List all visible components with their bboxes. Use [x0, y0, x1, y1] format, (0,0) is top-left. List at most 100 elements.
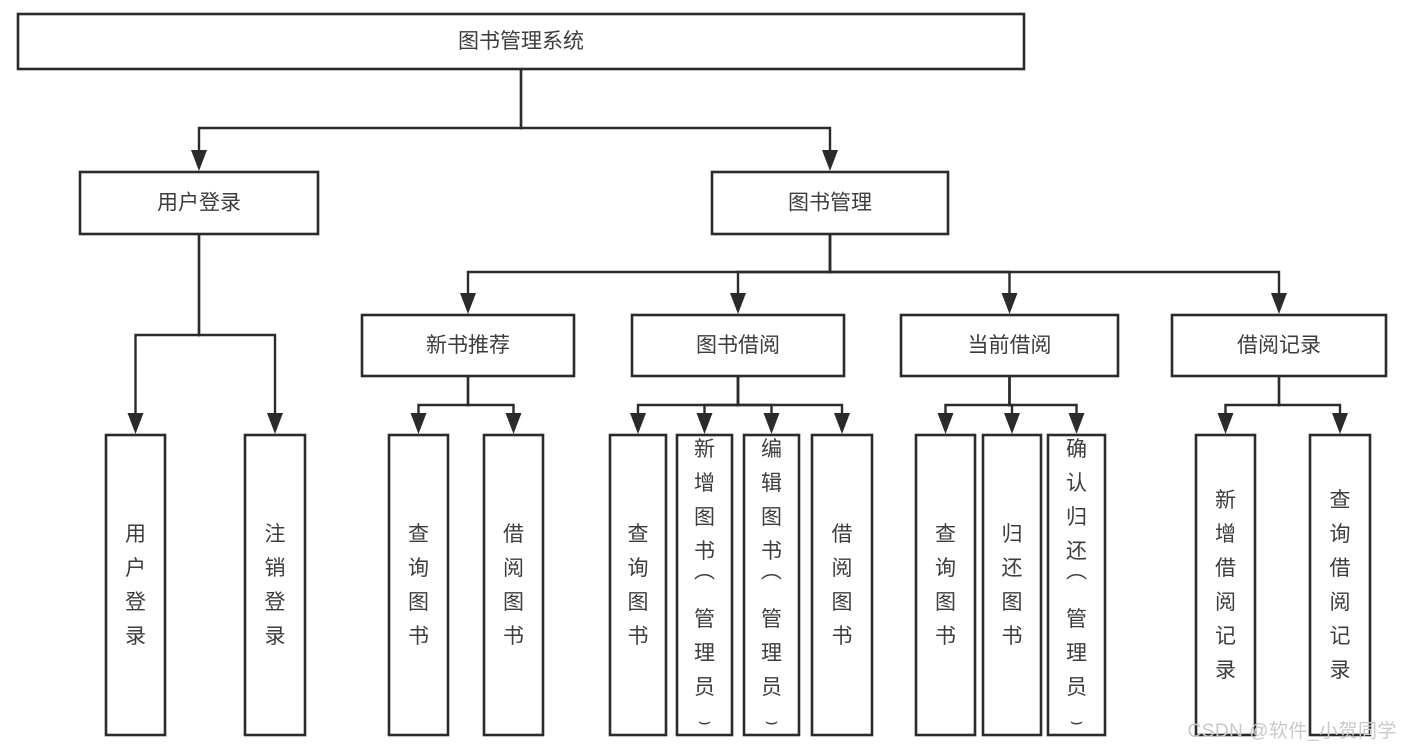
- node-box[interactable]: [899, 313, 1120, 378]
- node-label: 归还图书: [1002, 523, 1023, 648]
- node-book-borrow[interactable]: 图书借阅: [630, 313, 846, 378]
- csdn-watermark: CSDN @软件_小贺同学: [1187, 721, 1397, 742]
- node-user-login[interactable]: 用户登录: [78, 170, 320, 236]
- node-borrow-records[interactable]: 借阅记录: [1170, 313, 1388, 378]
- node-leaf-logout[interactable]: 注销登录: [243, 433, 307, 737]
- node-label: 查询图书: [408, 523, 429, 648]
- node-label: 用户登录: [125, 523, 146, 648]
- connector-book-borrow-to-leaf-borrow-book: [736, 374, 850, 434]
- node-leaf-confirm-return-admin[interactable]: 确认归还⌒管理员⌣: [1046, 433, 1107, 737]
- arrow-head-icon: [1068, 413, 1085, 434]
- node-leaf-borrow-book[interactable]: 借阅图书: [810, 433, 874, 737]
- node-label: 查询图书: [628, 523, 649, 648]
- arrow-head-icon: [630, 413, 646, 434]
- connector-elbow: [197, 333, 277, 424]
- arrow-head-icon: [696, 413, 713, 434]
- arrow-head-icon: [834, 413, 850, 434]
- node-label: 借阅图书: [503, 523, 524, 648]
- connector-current-borrow-to-leaf-confirm-return-admin: [1008, 374, 1085, 434]
- node-leaf-edit-book-admin[interactable]: 编辑图书⌒管理员⌣: [742, 433, 801, 737]
- node-new-book-recommend[interactable]: 新书推荐: [360, 313, 576, 378]
- connector-book-manage-to-current-borrow: [828, 232, 1018, 314]
- node-leaf-user-login[interactable]: 用户登录: [104, 433, 167, 737]
- connector-elbow: [736, 403, 844, 424]
- arrow-head-icon: [937, 413, 954, 434]
- node-box[interactable]: [482, 433, 545, 737]
- node-label: 图书借阅: [696, 334, 780, 357]
- connector-root-to-book-manage: [519, 67, 838, 171]
- node-box[interactable]: [1194, 433, 1257, 737]
- node-box[interactable]: [243, 433, 307, 737]
- connector-elbow: [134, 333, 201, 424]
- node-box[interactable]: [675, 433, 734, 737]
- node-box[interactable]: [1046, 433, 1107, 737]
- connector-elbow: [636, 403, 740, 424]
- arrow-head-icon: [822, 150, 838, 171]
- node-label: 新书推荐: [426, 334, 510, 357]
- node-box[interactable]: [387, 433, 450, 737]
- connector-new-book-recommend-to-leaf-borrow-book-rec: [466, 374, 522, 434]
- arrow-head-icon: [505, 413, 522, 434]
- node-box[interactable]: [1170, 313, 1388, 378]
- node-box[interactable]: [981, 433, 1043, 737]
- node-box[interactable]: [360, 313, 576, 378]
- node-leaf-query-book-rec[interactable]: 查询图书: [387, 433, 450, 737]
- node-label: 注销登录: [265, 523, 286, 648]
- connector-current-borrow-to-leaf-query-book-current: [937, 374, 1011, 434]
- node-label: 借阅记录: [1237, 334, 1321, 357]
- node-box[interactable]: [1308, 433, 1372, 737]
- arrow-head-icon: [1271, 293, 1287, 314]
- node-label: 图书管理系统: [458, 30, 584, 53]
- node-leaf-add-borrow-record[interactable]: 新增借阅记录: [1194, 433, 1257, 737]
- node-label: 借阅图书: [832, 523, 853, 648]
- arrow-head-icon: [267, 413, 283, 434]
- node-label: 新增借阅记录: [1215, 489, 1236, 682]
- connector-elbow: [944, 403, 1011, 424]
- node-box[interactable]: [630, 313, 846, 378]
- node-label: 查询图书: [935, 523, 956, 648]
- node-label: 编辑图书⌒管理员⌣: [761, 438, 782, 733]
- node-box[interactable]: [742, 433, 801, 737]
- node-leaf-return-book[interactable]: 归还图书: [981, 433, 1043, 737]
- node-label: 查询借阅记录: [1330, 489, 1351, 682]
- node-label: 新增图书⌒管理员⌣: [694, 438, 715, 733]
- node-leaf-query-borrow-record[interactable]: 查询借阅记录: [1308, 433, 1372, 737]
- node-leaf-query-book-current[interactable]: 查询图书: [914, 433, 977, 737]
- edges-layer: [127, 67, 1348, 434]
- node-book-manage[interactable]: 图书管理: [710, 170, 950, 236]
- node-box[interactable]: [608, 433, 668, 737]
- node-current-borrow[interactable]: 当前借阅: [899, 313, 1120, 378]
- node-box[interactable]: [16, 12, 1026, 71]
- node-box[interactable]: [914, 433, 977, 737]
- node-label: 当前借阅: [968, 334, 1052, 357]
- node-root[interactable]: 图书管理系统: [16, 12, 1026, 71]
- arrow-head-icon: [1217, 413, 1234, 434]
- node-leaf-borrow-book-rec[interactable]: 借阅图书: [482, 433, 545, 737]
- node-leaf-query-book-borrow[interactable]: 查询图书: [608, 433, 668, 737]
- node-box[interactable]: [710, 170, 950, 236]
- node-leaf-add-book-admin[interactable]: 新增图书⌒管理员⌣: [675, 433, 734, 737]
- arrow-head-icon: [1332, 413, 1348, 434]
- node-label: 图书管理: [788, 192, 872, 215]
- connector-elbow: [1277, 403, 1342, 424]
- node-box[interactable]: [104, 433, 167, 737]
- connector-elbow: [828, 270, 1281, 304]
- node-label: 用户登录: [157, 192, 241, 215]
- arrow-head-icon: [730, 293, 746, 314]
- connector-book-manage-to-book-borrow: [730, 232, 832, 314]
- node-box[interactable]: [810, 433, 874, 737]
- connector-book-manage-to-borrow-records: [828, 232, 1287, 314]
- node-box[interactable]: [78, 170, 320, 236]
- connector-borrow-records-to-leaf-query-borrow-record: [1277, 374, 1348, 434]
- arrow-head-icon: [127, 413, 144, 434]
- connector-elbow: [466, 270, 832, 304]
- connector-elbow: [828, 270, 1011, 304]
- node-label: 确认归还⌒管理员⌣: [1066, 438, 1087, 733]
- connector-elbow: [736, 270, 832, 304]
- arrow-head-icon: [1004, 413, 1020, 434]
- connector-elbow: [519, 126, 832, 161]
- nodes-layer: 图书管理系统用户登录图书管理新书推荐图书借阅当前借阅借阅记录用户登录注销登录查询…: [16, 12, 1388, 737]
- connector-book-manage-to-new-book-recommend: [460, 232, 832, 314]
